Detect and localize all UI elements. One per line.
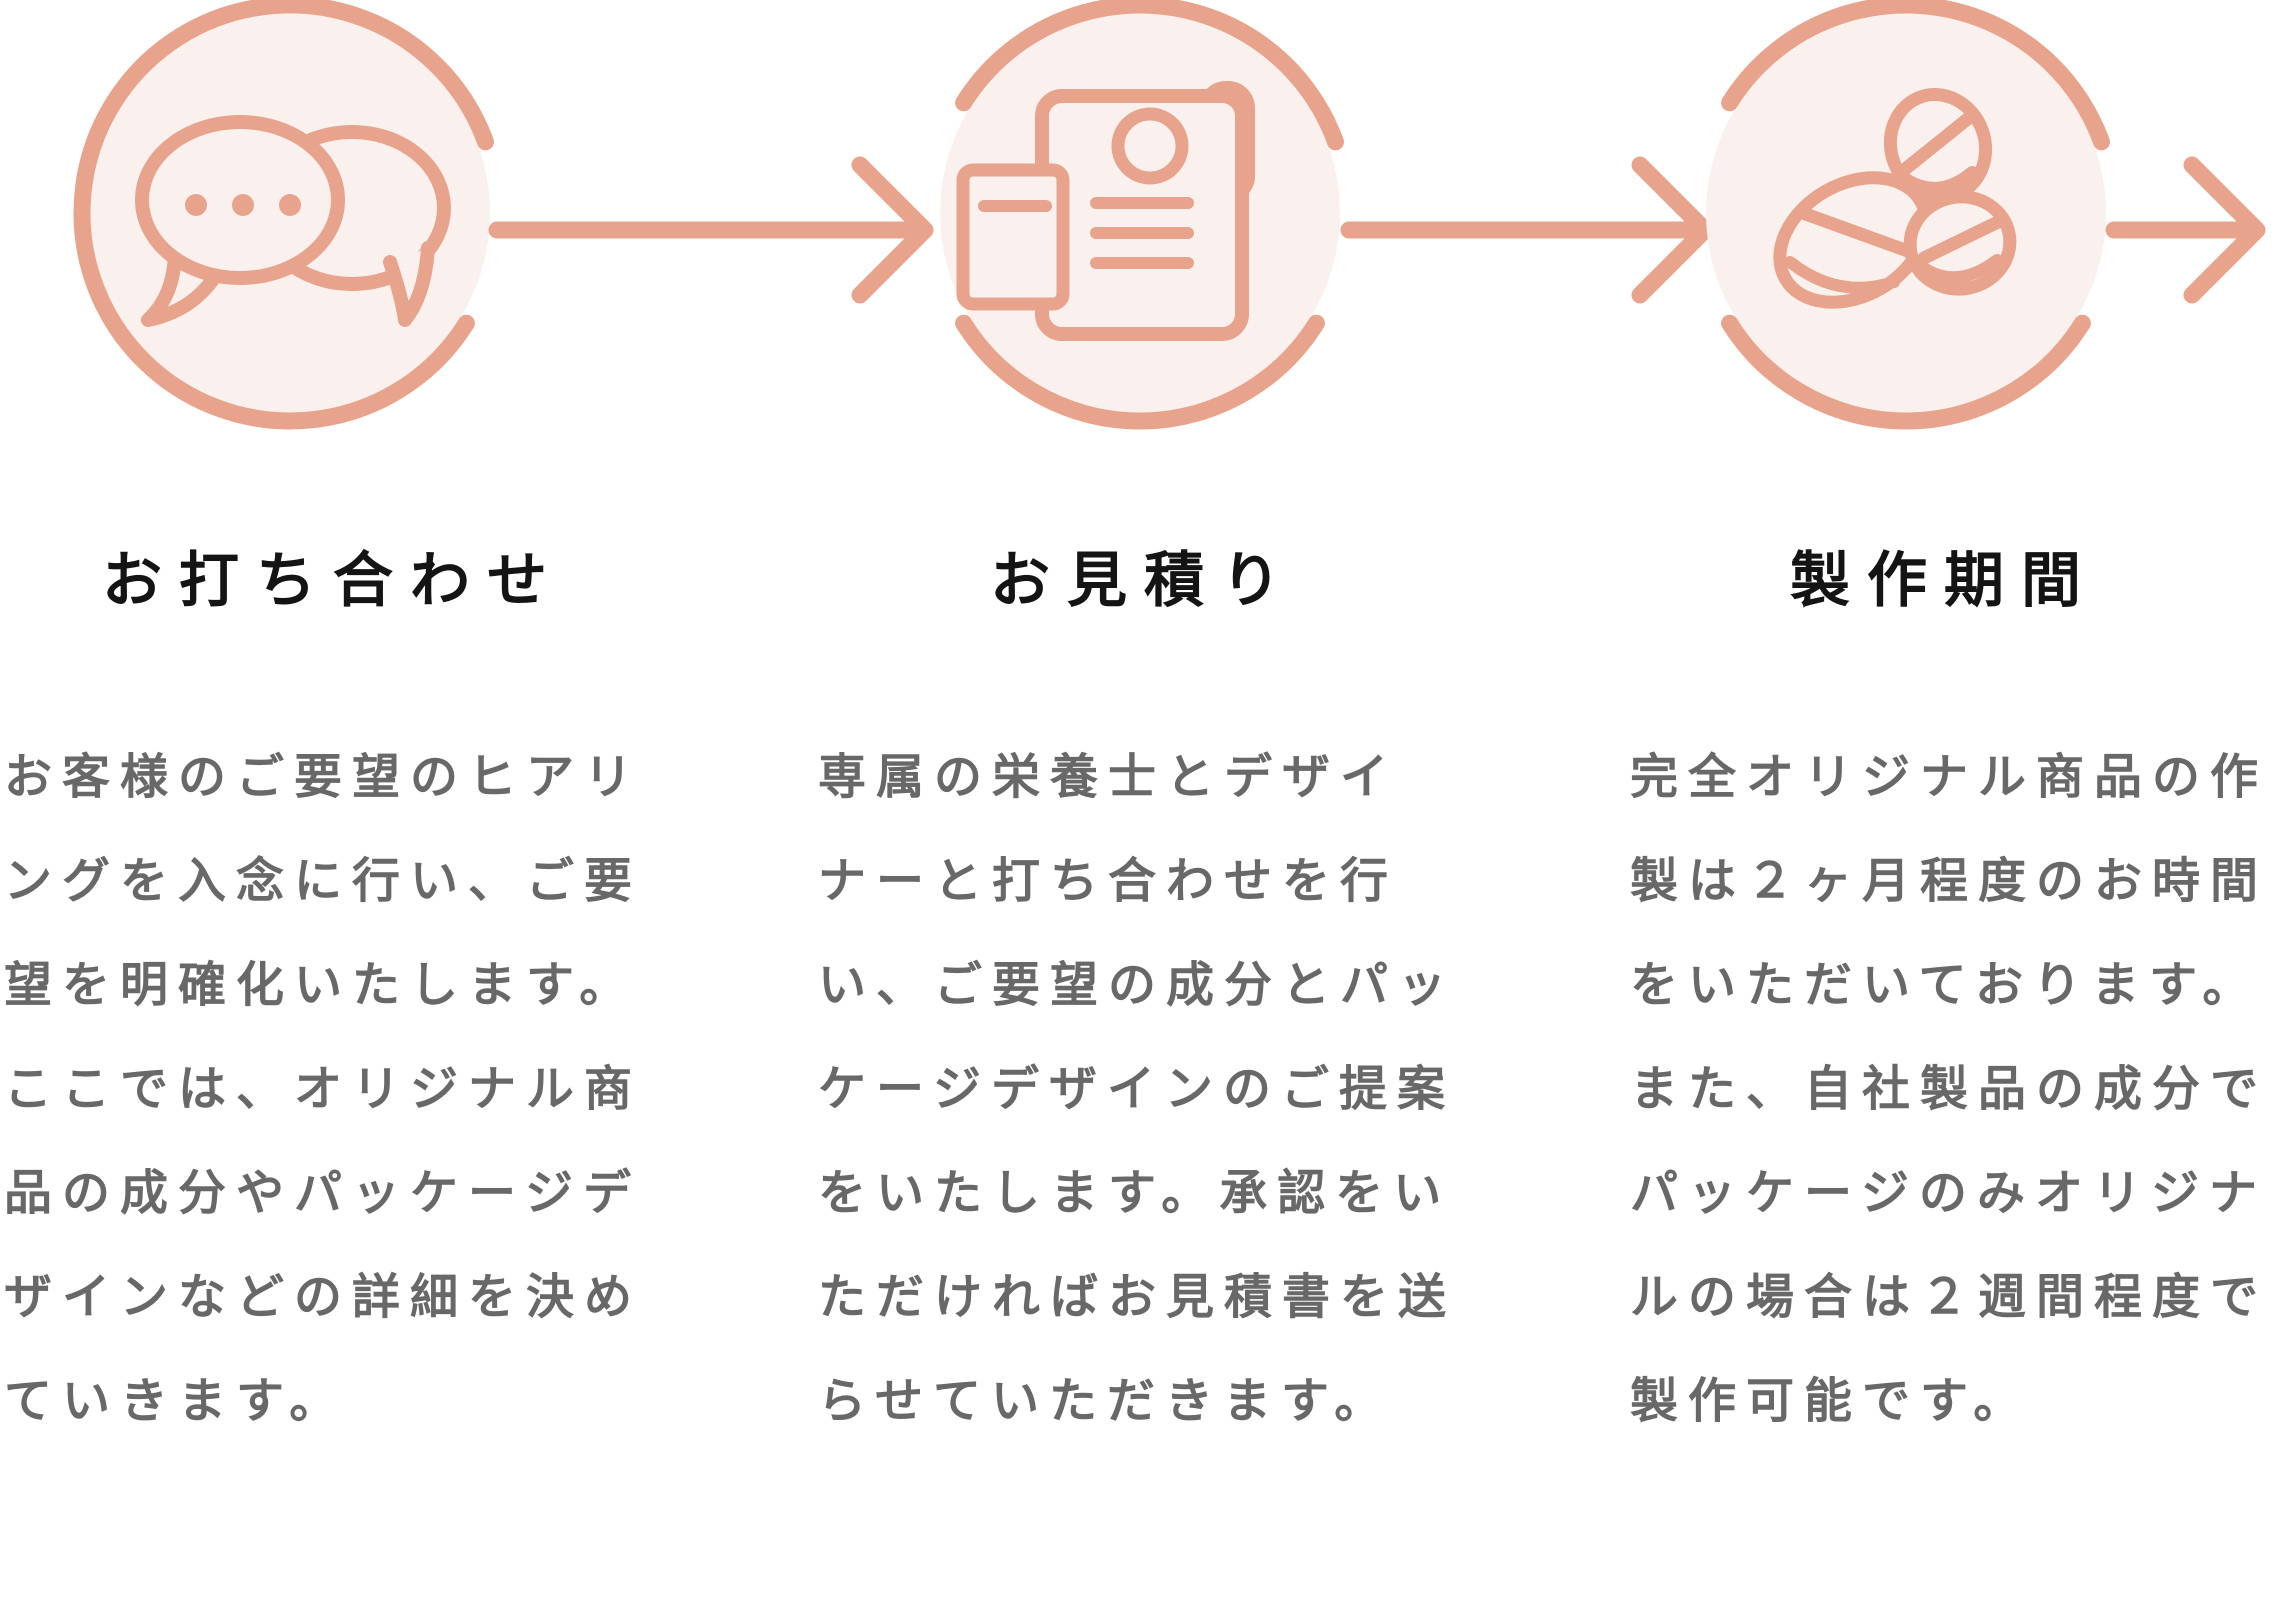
small-sheet <box>956 163 1070 311</box>
arrowhead-2 <box>1631 156 1714 304</box>
step-circle-2-ring-bottom <box>955 314 1325 430</box>
step-2-line: らせていただきます。 <box>818 1375 1393 1428</box>
step-circle-2-ring-top <box>955 0 1344 151</box>
step-1-line: ここでは、オリジナル商 <box>4 1063 643 1116</box>
step-3-line: パッケージのみオリジナ <box>1630 1167 2268 1220</box>
pill-large <box>1773 171 1933 309</box>
chat-bubbles-icon <box>135 115 451 327</box>
step-circle-1 <box>73 0 494 430</box>
flow-arrow-3 <box>2105 156 2266 304</box>
step-circle-3 <box>1706 0 2110 430</box>
step-1-line: 品の成分やパッケージデ <box>4 1167 642 1220</box>
pill-top <box>1883 88 1993 204</box>
step-1-line: 望を明確化いたします。 <box>4 959 638 1012</box>
step-3-title: 製作期間 <box>1790 547 2098 614</box>
step-1-description: お客様のご要望のヒアリ ングを入念に行い、ご要 望を明確化いたします。 ここでは… <box>4 726 642 1454</box>
step-3-line: 製は２ヶ月程度のお時間 <box>1630 855 2269 908</box>
flow-arrow-1 <box>488 156 934 304</box>
document-sheet <box>1035 89 1249 341</box>
document-text-lines <box>1090 197 1194 269</box>
step-1-line: ングを入念に行い、ご要 <box>4 855 643 908</box>
step-2-line: ただければお見積書を送 <box>818 1271 1457 1324</box>
step-3-line: また、自社製品の成分で <box>1630 1063 2269 1116</box>
step-2-description: 専属の栄養士とデザイ ナーと打ち合わせを行 い、ご要望の成分とパッ ケージデザイ… <box>818 726 1456 1454</box>
chat-dots <box>185 194 301 216</box>
step-circle-3-ring-top <box>1721 0 2110 151</box>
step-1-title: お打ち合わせ <box>102 547 564 614</box>
step-circle-2 <box>940 0 1344 430</box>
step-2-line: い、ご要望の成分とパッ <box>818 959 1457 1012</box>
pill-right <box>1903 190 2017 296</box>
document-seal-circle <box>1111 107 1189 185</box>
step-2-line: 専属の栄養士とデザイ <box>818 751 1399 804</box>
step-2-line: ナーと打ち合わせを行 <box>818 855 1399 908</box>
step-3-line: をいただいております。 <box>1630 959 2261 1012</box>
estimate-document-icon <box>956 81 1255 341</box>
step-1-line: お客様のご要望のヒアリ <box>4 751 643 804</box>
step-circle-3-ring-bottom <box>1721 314 2091 430</box>
step-3-description: 完全オリジナル商品の作 製は２ヶ月程度のお時間 をいただいております。 また、自… <box>1630 726 2268 1454</box>
arrowhead-3 <box>2183 156 2266 304</box>
flow-arrow-2 <box>1340 156 1714 304</box>
step-1-line: ていきます。 <box>4 1375 348 1428</box>
arrowhead-1 <box>851 156 934 304</box>
step-circle-1-ring <box>73 0 494 430</box>
step-1-line: ザインなどの詳細を決め <box>4 1271 643 1324</box>
step-3-line: 完全オリジナル商品の作 <box>1630 751 2269 804</box>
step-2-line: ケージデザインのご提案 <box>818 1063 1456 1116</box>
step-2-title: お見積り <box>990 547 1298 614</box>
step-2-line: をいたします。承認をい <box>818 1167 1452 1220</box>
step-3-line: ルの場合は２週間程度で <box>1630 1271 2269 1324</box>
step-3-line: 製作可能です。 <box>1630 1375 2032 1428</box>
supplement-pills-icon <box>1773 88 2017 309</box>
